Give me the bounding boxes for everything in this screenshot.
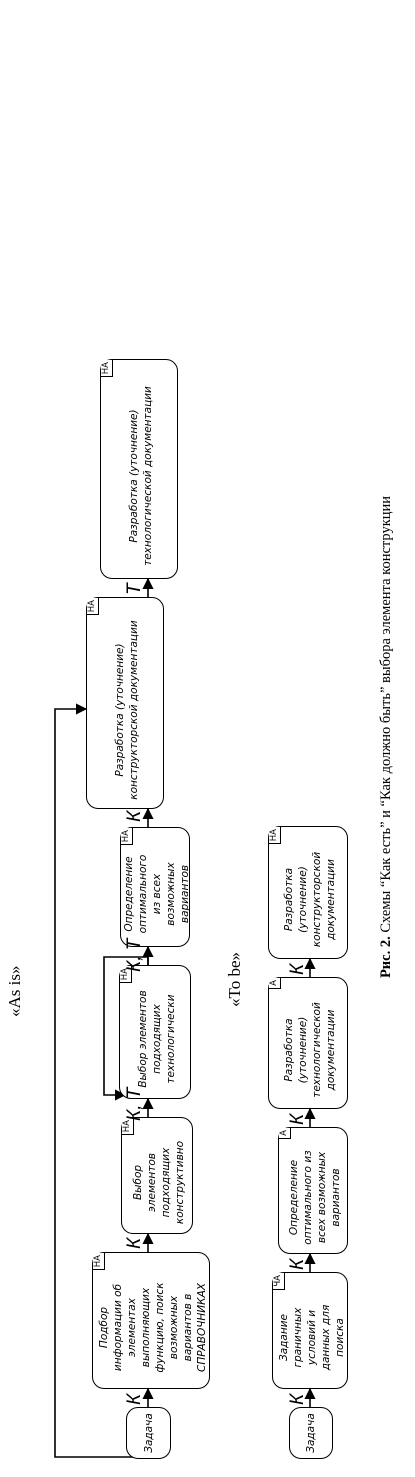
box-text: Определение оптимального из всех возможн… <box>288 1150 342 1245</box>
box-tag: ЧА <box>273 1273 285 1290</box>
box-text: Задача <box>305 1413 317 1453</box>
as-is-arrow-label-5: К <box>124 810 145 822</box>
to-be-box-optimal: Определение оптимального из всех возможн… <box>278 1127 348 1254</box>
as-is-arrow-label-1: К <box>124 1393 145 1405</box>
box-text: Выбор элементов подходящих конструктивно <box>132 1140 186 1225</box>
caption-prefix: Рис. 2. <box>378 936 394 979</box>
figure-caption: Рис. 2. Схемы “Как есть” и “Как должно б… <box>378 197 394 1277</box>
box-text: Разработка (уточнение) технологической д… <box>283 1002 337 1098</box>
as-is-arrow-label-2: К <box>124 1237 145 1249</box>
box-text: Разработка (уточнение) технологической д… <box>128 386 154 566</box>
box-tag: НА <box>269 827 281 845</box>
to-be-arrow-label-3: К <box>287 1113 308 1125</box>
as-is-arrow-label-6: Т <box>124 583 145 595</box>
to-be-box-kd: Разработка (уточнение) конструкторской д… <box>268 826 348 959</box>
as-is-box-kd: Разработка (уточнение) конструкторской д… <box>86 597 164 809</box>
to-be-arrow-label-4: К <box>287 963 308 975</box>
to-be-box-task: Задача <box>289 1407 333 1459</box>
box-text: Определение оптимального из всех возможн… <box>123 854 191 934</box>
as-is-loop-outer <box>54 703 133 1458</box>
box-text: Задание граничных условий и данных для п… <box>278 1304 346 1371</box>
to-be-box-conditions: Задание граничных условий и данных для п… <box>272 1272 348 1389</box>
as-is-loop-lower <box>103 956 149 1101</box>
as-is-box-technological-select: Выбор элементов подходящих технологическ… <box>119 965 191 1099</box>
as-is-box-td: Разработка (уточнение) технологической д… <box>100 359 178 579</box>
box-tag: НА <box>101 360 113 378</box>
box-tag: НА <box>93 1253 105 1271</box>
box-tag: НА <box>87 598 99 616</box>
as-is-title: «As is» <box>5 965 24 1017</box>
box-text: Выбор элементов подходящих технологическ… <box>137 990 177 1088</box>
as-is-box-optimal: Определение оптимального из всех возможн… <box>120 827 191 947</box>
box-text: Разработка (уточнение) конструкторской д… <box>283 851 337 948</box>
to-be-arrow-label-2: К <box>287 1258 308 1270</box>
box-tag: НА <box>121 828 133 846</box>
to-be-box-td: Разработка (уточнение) технологической д… <box>268 977 348 1109</box>
box-text: Разработка (уточнение) конструкторской д… <box>114 620 140 800</box>
box-tag: А <box>269 978 281 989</box>
as-is-box-info-search: Подбор информации об элементах выполняющ… <box>92 1252 210 1389</box>
as-is-arrow-label-4: К, Т <box>124 938 145 972</box>
box-tag: А <box>279 1128 291 1139</box>
to-be-title: «To be» <box>225 952 244 1007</box>
as-is-box-constructive-select: Выбор элементов подходящих конструктивно… <box>121 1117 193 1234</box>
caption-text: Схемы “Как есть” и “Как должно быть” выб… <box>378 495 394 937</box>
as-is-box-task: Задача <box>126 1407 171 1459</box>
box-text: Подбор информации об элементах выполняющ… <box>98 1282 208 1373</box>
to-be-arrow-label-1: К <box>287 1393 308 1405</box>
as-is-arrow-label-3: К, Т <box>124 1087 145 1121</box>
box-text: Задача <box>142 1413 155 1453</box>
